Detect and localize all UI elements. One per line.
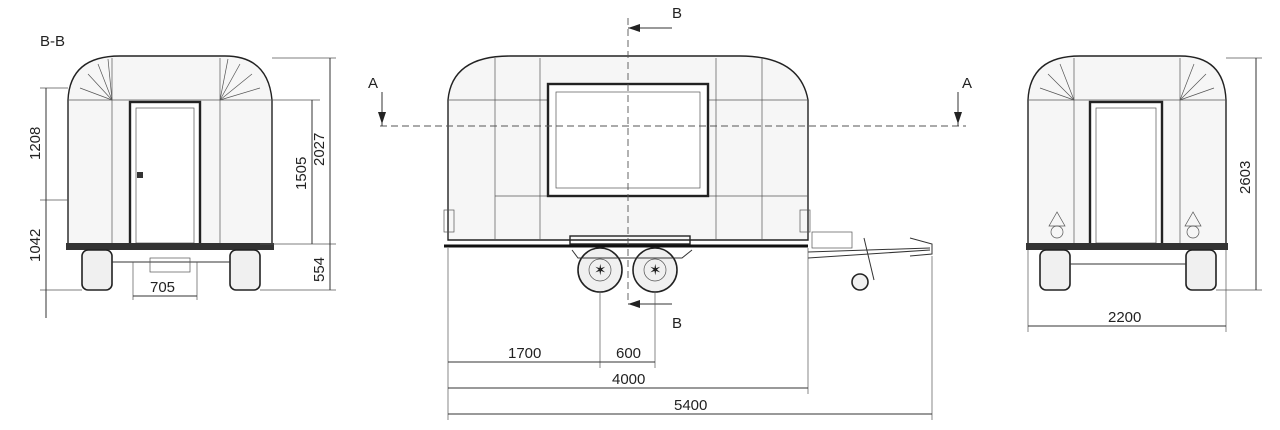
section-a-left-label: A	[368, 75, 378, 92]
rear-elevation-view: 2603 2200	[1026, 55, 1262, 332]
service-door	[128, 100, 202, 247]
dim-total-length: 5400	[674, 397, 707, 414]
dim-left-upper: 1208	[27, 127, 44, 160]
section-a-right-label: A	[962, 75, 972, 92]
floor-frame	[66, 243, 274, 250]
side-elevation-view: ✶ ✶ A A B B 1700 600 4000	[368, 5, 972, 420]
dim-left-clearance: 554	[311, 257, 328, 282]
wheel-right	[229, 249, 261, 291]
section-b-top-label: B	[672, 5, 682, 22]
svg-text:✶: ✶	[594, 262, 607, 279]
wheel-left	[81, 249, 113, 291]
svg-text:✶: ✶	[649, 262, 662, 279]
dim-body-length: 4000	[612, 371, 645, 388]
dim-axle-offset: 1700	[508, 345, 541, 362]
rear-door	[1088, 100, 1164, 247]
dim-rear-height: 2603	[1237, 161, 1254, 194]
section-b-b-title: B-B	[40, 33, 65, 50]
rear-wheel-right	[1185, 249, 1217, 291]
dim-left-lower: 1042	[27, 229, 44, 262]
dim-axle-spacing: 600	[616, 345, 641, 362]
dim-rear-width: 2200	[1108, 309, 1141, 326]
section-b-b-view: B-B 1208 1042	[27, 33, 336, 318]
section-b-bottom-label: B	[672, 315, 682, 332]
dim-left-total: 2027	[311, 133, 328, 166]
dim-left-track: 705	[150, 279, 175, 296]
roof-fan-right	[219, 58, 261, 101]
roof-fan-left	[79, 58, 113, 101]
dim-left-door: 1505	[293, 157, 310, 190]
jockey-wheel	[851, 273, 869, 291]
rear-wheel-left	[1039, 249, 1071, 291]
